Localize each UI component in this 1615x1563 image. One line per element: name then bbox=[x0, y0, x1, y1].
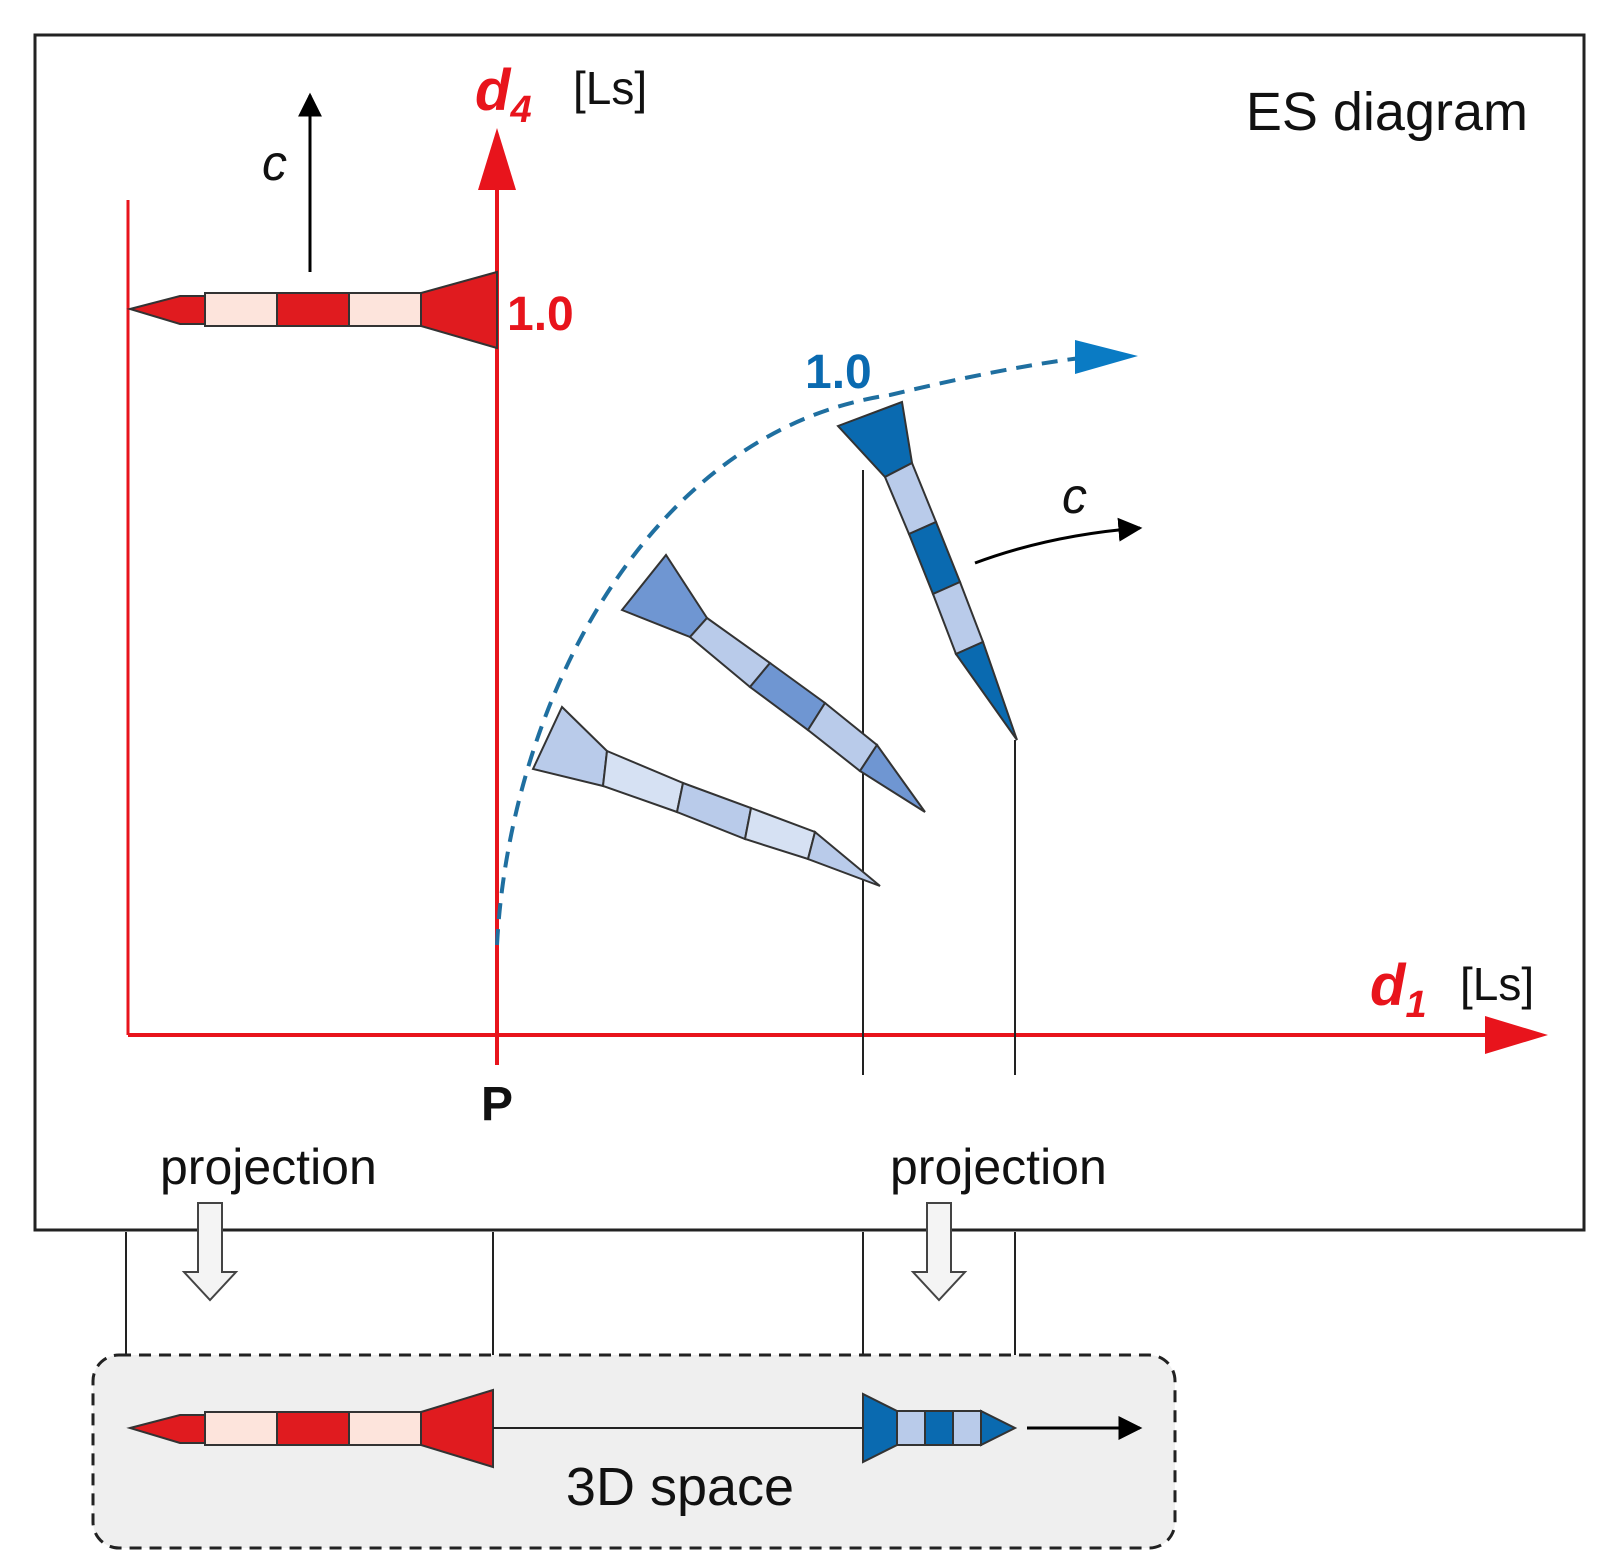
red-rocket-3d bbox=[126, 1388, 494, 1469]
d1-axis-unit: [Ls] bbox=[1460, 958, 1534, 1010]
d1-axis-label: d1 bbox=[1370, 953, 1427, 1026]
projection-label-left: projection bbox=[160, 1139, 377, 1195]
space-box bbox=[91, 1353, 1177, 1550]
blue-speed-label: c bbox=[1062, 468, 1087, 524]
red-rocket-segment-3 bbox=[348, 292, 422, 327]
blue-tick-label: 1.0 bbox=[805, 346, 872, 399]
diagram-title: ES diagram bbox=[1246, 82, 1528, 142]
blue-rocket-light bbox=[531, 705, 881, 887]
blue-rocket-3d bbox=[862, 1392, 1018, 1464]
red-tick-label: 1.0 bbox=[507, 288, 574, 341]
blue-rocket-dark bbox=[836, 400, 1018, 741]
projection-arrow-left bbox=[181, 1202, 239, 1302]
d4-axis-unit: [Ls] bbox=[573, 62, 647, 114]
space-label: 3D space bbox=[566, 1457, 794, 1517]
red-rocket-segment-1 bbox=[204, 292, 278, 327]
diagram-frame bbox=[33, 33, 1586, 1232]
red-rocket-es bbox=[126, 270, 498, 350]
d4-axis-arrowhead bbox=[478, 128, 516, 190]
d4-axis-label: d4 bbox=[475, 58, 532, 131]
blue-rocket-velocity-arrow bbox=[974, 517, 1143, 565]
projection-arrow-right bbox=[910, 1202, 968, 1302]
red-speed-label: c bbox=[262, 135, 287, 191]
blue-rocket-mid bbox=[620, 553, 926, 813]
projection-label-right: projection bbox=[890, 1139, 1107, 1195]
blue-worldline-curve bbox=[495, 355, 1091, 946]
red-rocket-segment-2 bbox=[276, 292, 350, 327]
blue-curve-arrowhead bbox=[1075, 340, 1138, 374]
d1-axis-arrowhead bbox=[1485, 1016, 1548, 1054]
origin-label: P bbox=[481, 1078, 513, 1131]
red-rocket-tail bbox=[420, 270, 498, 350]
